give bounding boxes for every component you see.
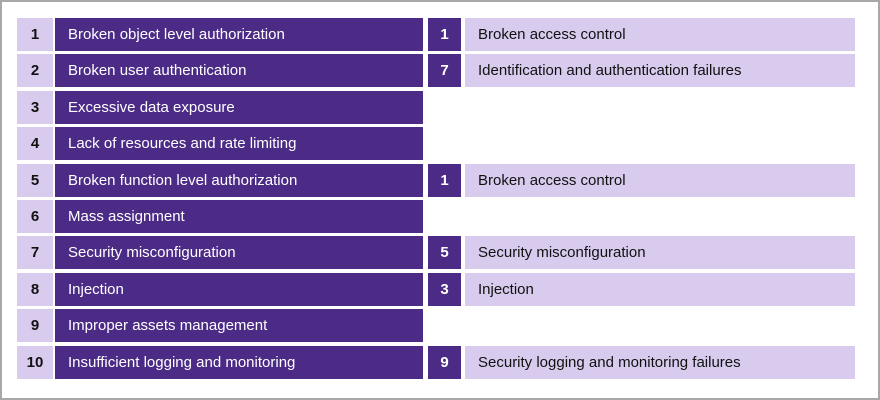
api-top10-label-cell: Improper assets management [55,309,423,343]
api-top10-rank-cell: 9 [17,309,53,343]
api-top10-label-cell: Security misconfiguration [55,236,423,270]
mapping-row: 5 Broken function level authorization 1 … [17,163,855,197]
mapping-row: 1 Broken object level authorization 1 Br… [17,18,855,51]
owasp-top10-label-cell: Security logging and monitoring failures [465,345,855,379]
api-top10-label-cell: Excessive data exposure [55,90,423,124]
owasp-top10-rank-cell: 9 [428,345,461,379]
mapping-row: 6 Mass assignment [17,199,855,233]
api-top10-label-cell: Insufficient logging and monitoring [55,345,423,379]
api-top10-rank-cell: 3 [17,90,53,124]
mapping-row: 10 Insufficient logging and monitoring 9… [17,345,855,379]
owasp-top10-label-cell: Injection [465,272,855,306]
mapping-row: 3 Excessive data exposure [17,90,855,124]
api-top10-rank-cell: 5 [17,163,53,197]
api-top10-rank-cell: 4 [17,127,53,161]
owasp-top10-label-cell: Broken access control [465,18,855,51]
api-top10-rank-cell: 2 [17,54,53,88]
mapping-rows: 1 Broken object level authorization 1 Br… [17,18,855,379]
owasp-top10-rank-cell: 3 [428,272,461,306]
api-top10-rank-cell: 6 [17,199,53,233]
owasp-top10-label-cell: Identification and authentication failur… [465,54,855,88]
owasp-top10-rank-cell: 5 [428,236,461,270]
mapping-row: 9 Improper assets management [17,309,855,343]
owasp-top10-label-cell: Broken access control [465,163,855,197]
mapping-row: 4 Lack of resources and rate limiting [17,127,855,161]
api-top10-rank-cell: 7 [17,236,53,270]
api-top10-label-cell: Lack of resources and rate limiting [55,127,423,161]
owasp-top10-rank-cell: 7 [428,54,461,88]
api-top10-rank-cell: 10 [17,345,53,379]
mapping-row: 7 Security misconfiguration 5 Security m… [17,236,855,270]
api-top10-label-cell: Broken function level authorization [55,163,423,197]
owasp-top10-rank-cell: 1 [428,163,461,197]
api-top10-rank-cell: 8 [17,272,53,306]
api-top10-label-cell: Injection [55,272,423,306]
owasp-top10-label-cell: Security misconfiguration [465,236,855,270]
api-top10-label-cell: Broken object level authorization [55,18,423,51]
api-top10-label-cell: Mass assignment [55,199,423,233]
api-top10-label-cell: Broken user authentication [55,54,423,88]
owasp-top10-rank-cell: 1 [428,18,461,51]
mapping-row: 8 Injection 3 Injection [17,272,855,306]
mapping-row: 2 Broken user authentication 7 Identific… [17,54,855,88]
api-top10-rank-cell: 1 [17,18,53,51]
